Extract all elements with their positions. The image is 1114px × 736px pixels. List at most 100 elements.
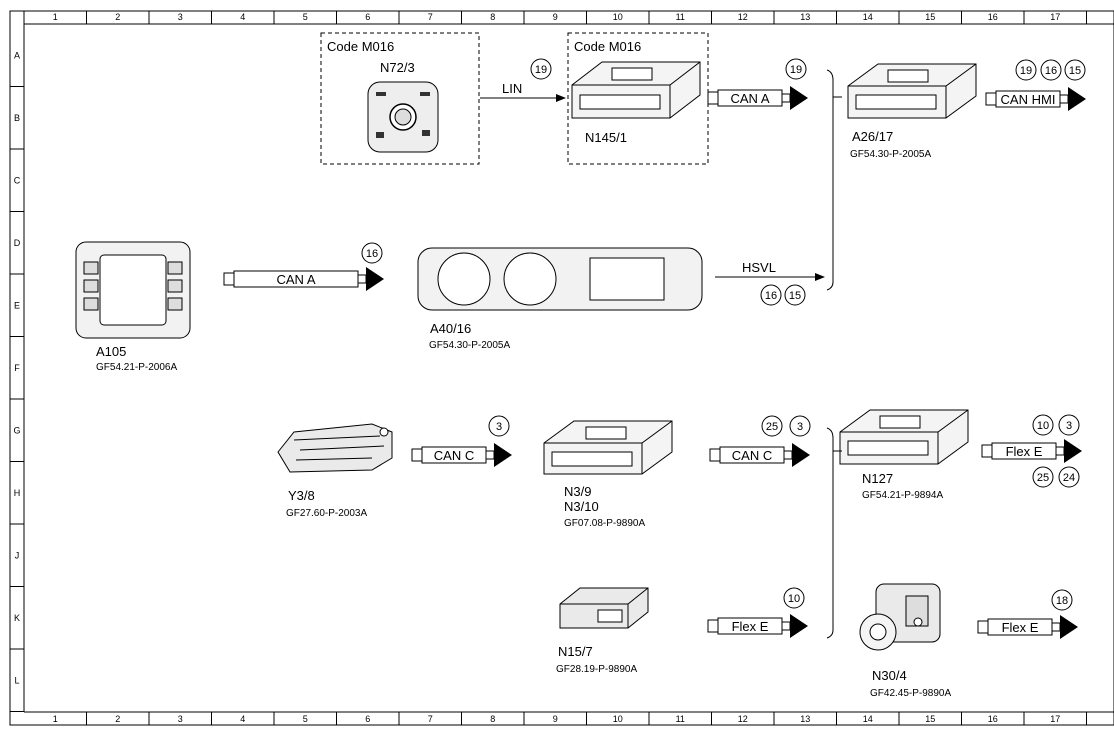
bus-arrow-tail — [981, 444, 993, 458]
grid-col-label-bottom: 7 — [428, 714, 433, 724]
grid-col-label-bottom: 3 — [178, 714, 183, 724]
n30-4-label: N30/4 — [872, 668, 907, 683]
bus-badge: 25 — [1037, 472, 1049, 484]
bus-arrow-can-c-left: CAN C3 — [411, 415, 512, 467]
y3-8-label: Y3/8 — [288, 488, 315, 503]
a26-17-label: A26/17 — [852, 129, 893, 144]
grid-col-label-bottom: 2 — [115, 714, 120, 724]
bus-badge-circle — [488, 415, 510, 437]
bus-arrow-label: CAN A — [276, 272, 315, 287]
grid-col-label-bottom: 14 — [863, 714, 873, 724]
grid-col-label-bottom: 8 — [490, 714, 495, 724]
n72-3-control-panel: N72/3 — [367, 60, 439, 153]
n72-3-label: N72/3 — [380, 60, 415, 75]
a26-17-control-unit: A26/17 GF54.30-P-2005A — [847, 63, 977, 160]
lin-badge-circle — [530, 58, 552, 80]
lin-label: LIN — [502, 81, 522, 96]
bus-arrow-neck — [781, 93, 791, 103]
bus-arrow-head — [1060, 615, 1078, 639]
bus-arrow-head — [790, 614, 808, 638]
grid-row-label: K — [14, 613, 20, 623]
grid-col-label-top: 13 — [800, 12, 810, 22]
a105-label: A105 — [96, 344, 126, 359]
bus-arrow-label: Flex E — [1002, 620, 1039, 635]
bus-arrow-flex-e-mid: Flex E10 — [707, 587, 808, 638]
grid-row-label: C — [14, 175, 21, 185]
bus-arrow-tail — [223, 272, 235, 286]
bus-arrow-neck — [1051, 622, 1061, 632]
grid-labels: 1122334455667788991010111112121313141415… — [10, 11, 1087, 725]
grid-col-label-bottom: 15 — [925, 714, 935, 724]
grid-col-label-top: 7 — [428, 12, 433, 22]
a26-17-ref: GF54.30-P-2005A — [850, 149, 931, 160]
hsvl-badge-1-circle — [760, 284, 782, 306]
bus-arrow-neck — [783, 450, 793, 460]
grid-col-label-top: 17 — [1050, 12, 1060, 22]
a40-16-instrument-cluster: A40/16 GF54.30-P-2005A — [417, 247, 703, 351]
bus-arrow-tail — [707, 91, 719, 105]
bracket-bottom — [826, 427, 834, 639]
bus-arrow-neck — [781, 621, 791, 631]
bus-arrow-tail — [707, 619, 719, 633]
bus-arrow-head — [792, 443, 810, 467]
bus-arrow-head — [494, 443, 512, 467]
n127-label: N127 — [862, 471, 893, 486]
bus-badge-circle — [1015, 59, 1037, 81]
grid-row-label: A — [14, 50, 20, 60]
bus-arrow-can-a-mid: CAN A 16 — [223, 242, 384, 291]
a105-ref: GF54.21-P-2006A — [96, 362, 177, 373]
n3-9-control-unit: N3/9 N3/10 GF07.08-P-9890A — [543, 420, 673, 529]
bus-arrow-can-a-top: CAN A 19 — [707, 58, 808, 110]
grid-row-label: F — [14, 363, 20, 373]
n3-10-label: N3/10 — [564, 499, 599, 514]
n145-1-label: N145/1 — [585, 130, 627, 145]
hsvl-badge-2: 15 — [789, 290, 801, 302]
a105-display-unit: A105 GF54.21-P-2006A — [75, 241, 191, 373]
bus-arrow-neck — [485, 450, 495, 460]
bus-arrow-tail — [977, 620, 989, 634]
grid-col-label-top: 8 — [490, 12, 495, 22]
n145-1-control-unit: N145/1 — [571, 61, 701, 145]
n30-4-esp-unit: N30/4 GF42.45-P-9890A — [859, 583, 951, 699]
n127-ref: GF54.21-P-9894A — [862, 490, 943, 501]
bus-badge-circle — [361, 242, 383, 264]
hsvl-badge-1: 16 — [765, 290, 777, 302]
code-label-2: Code M016 — [574, 39, 641, 54]
grid-col-label-bottom: 11 — [676, 714, 685, 724]
bus-badge-circle — [1032, 466, 1054, 488]
bus-arrow-label: Flex E — [732, 619, 769, 634]
grid-col-label-bottom: 13 — [800, 714, 810, 724]
grid-col-label-top: 1 — [53, 12, 58, 22]
grid-col-label-top: 3 — [178, 12, 183, 22]
grid-col-label-top: 15 — [925, 12, 935, 22]
lin-badge: 19 — [535, 64, 547, 76]
grid-row-label: B — [14, 113, 20, 123]
bus-badge: 16 — [366, 248, 378, 260]
bus-arrow-neck — [1059, 94, 1069, 104]
bus-badge-circle — [1058, 466, 1080, 488]
n127-control-unit: N127 GF54.21-P-9894A — [839, 409, 969, 501]
grid-col-label-bottom: 17 — [1050, 714, 1060, 724]
bus-arrow-tail — [709, 448, 721, 462]
code-label-1: Code M016 — [327, 39, 394, 54]
grid-col-label-bottom: 6 — [365, 714, 370, 724]
bus-arrow-label: CAN A — [730, 91, 769, 106]
bus-arrow-head — [1064, 439, 1082, 463]
bus-badge: 10 — [1037, 420, 1049, 432]
bus-badge: 16 — [1045, 65, 1057, 77]
bus-badge-circle — [1058, 414, 1080, 436]
bus-badge-circle — [789, 415, 811, 437]
n3-9-ref: GF07.08-P-9890A — [564, 518, 645, 529]
a40-16-ref: GF54.30-P-2005A — [429, 340, 510, 351]
bus-arrow-label: CAN C — [732, 448, 772, 463]
bracket-top — [826, 69, 834, 291]
bus-arrow-label: CAN HMI — [1001, 92, 1056, 107]
bus-badge-circle — [1032, 414, 1054, 436]
grid-col-label-bottom: 9 — [553, 714, 558, 724]
bus-badge: 19 — [790, 64, 802, 76]
bus-badge: 25 — [766, 421, 778, 433]
grid-col-label-top: 4 — [240, 12, 245, 22]
bus-badge: 18 — [1056, 595, 1068, 607]
